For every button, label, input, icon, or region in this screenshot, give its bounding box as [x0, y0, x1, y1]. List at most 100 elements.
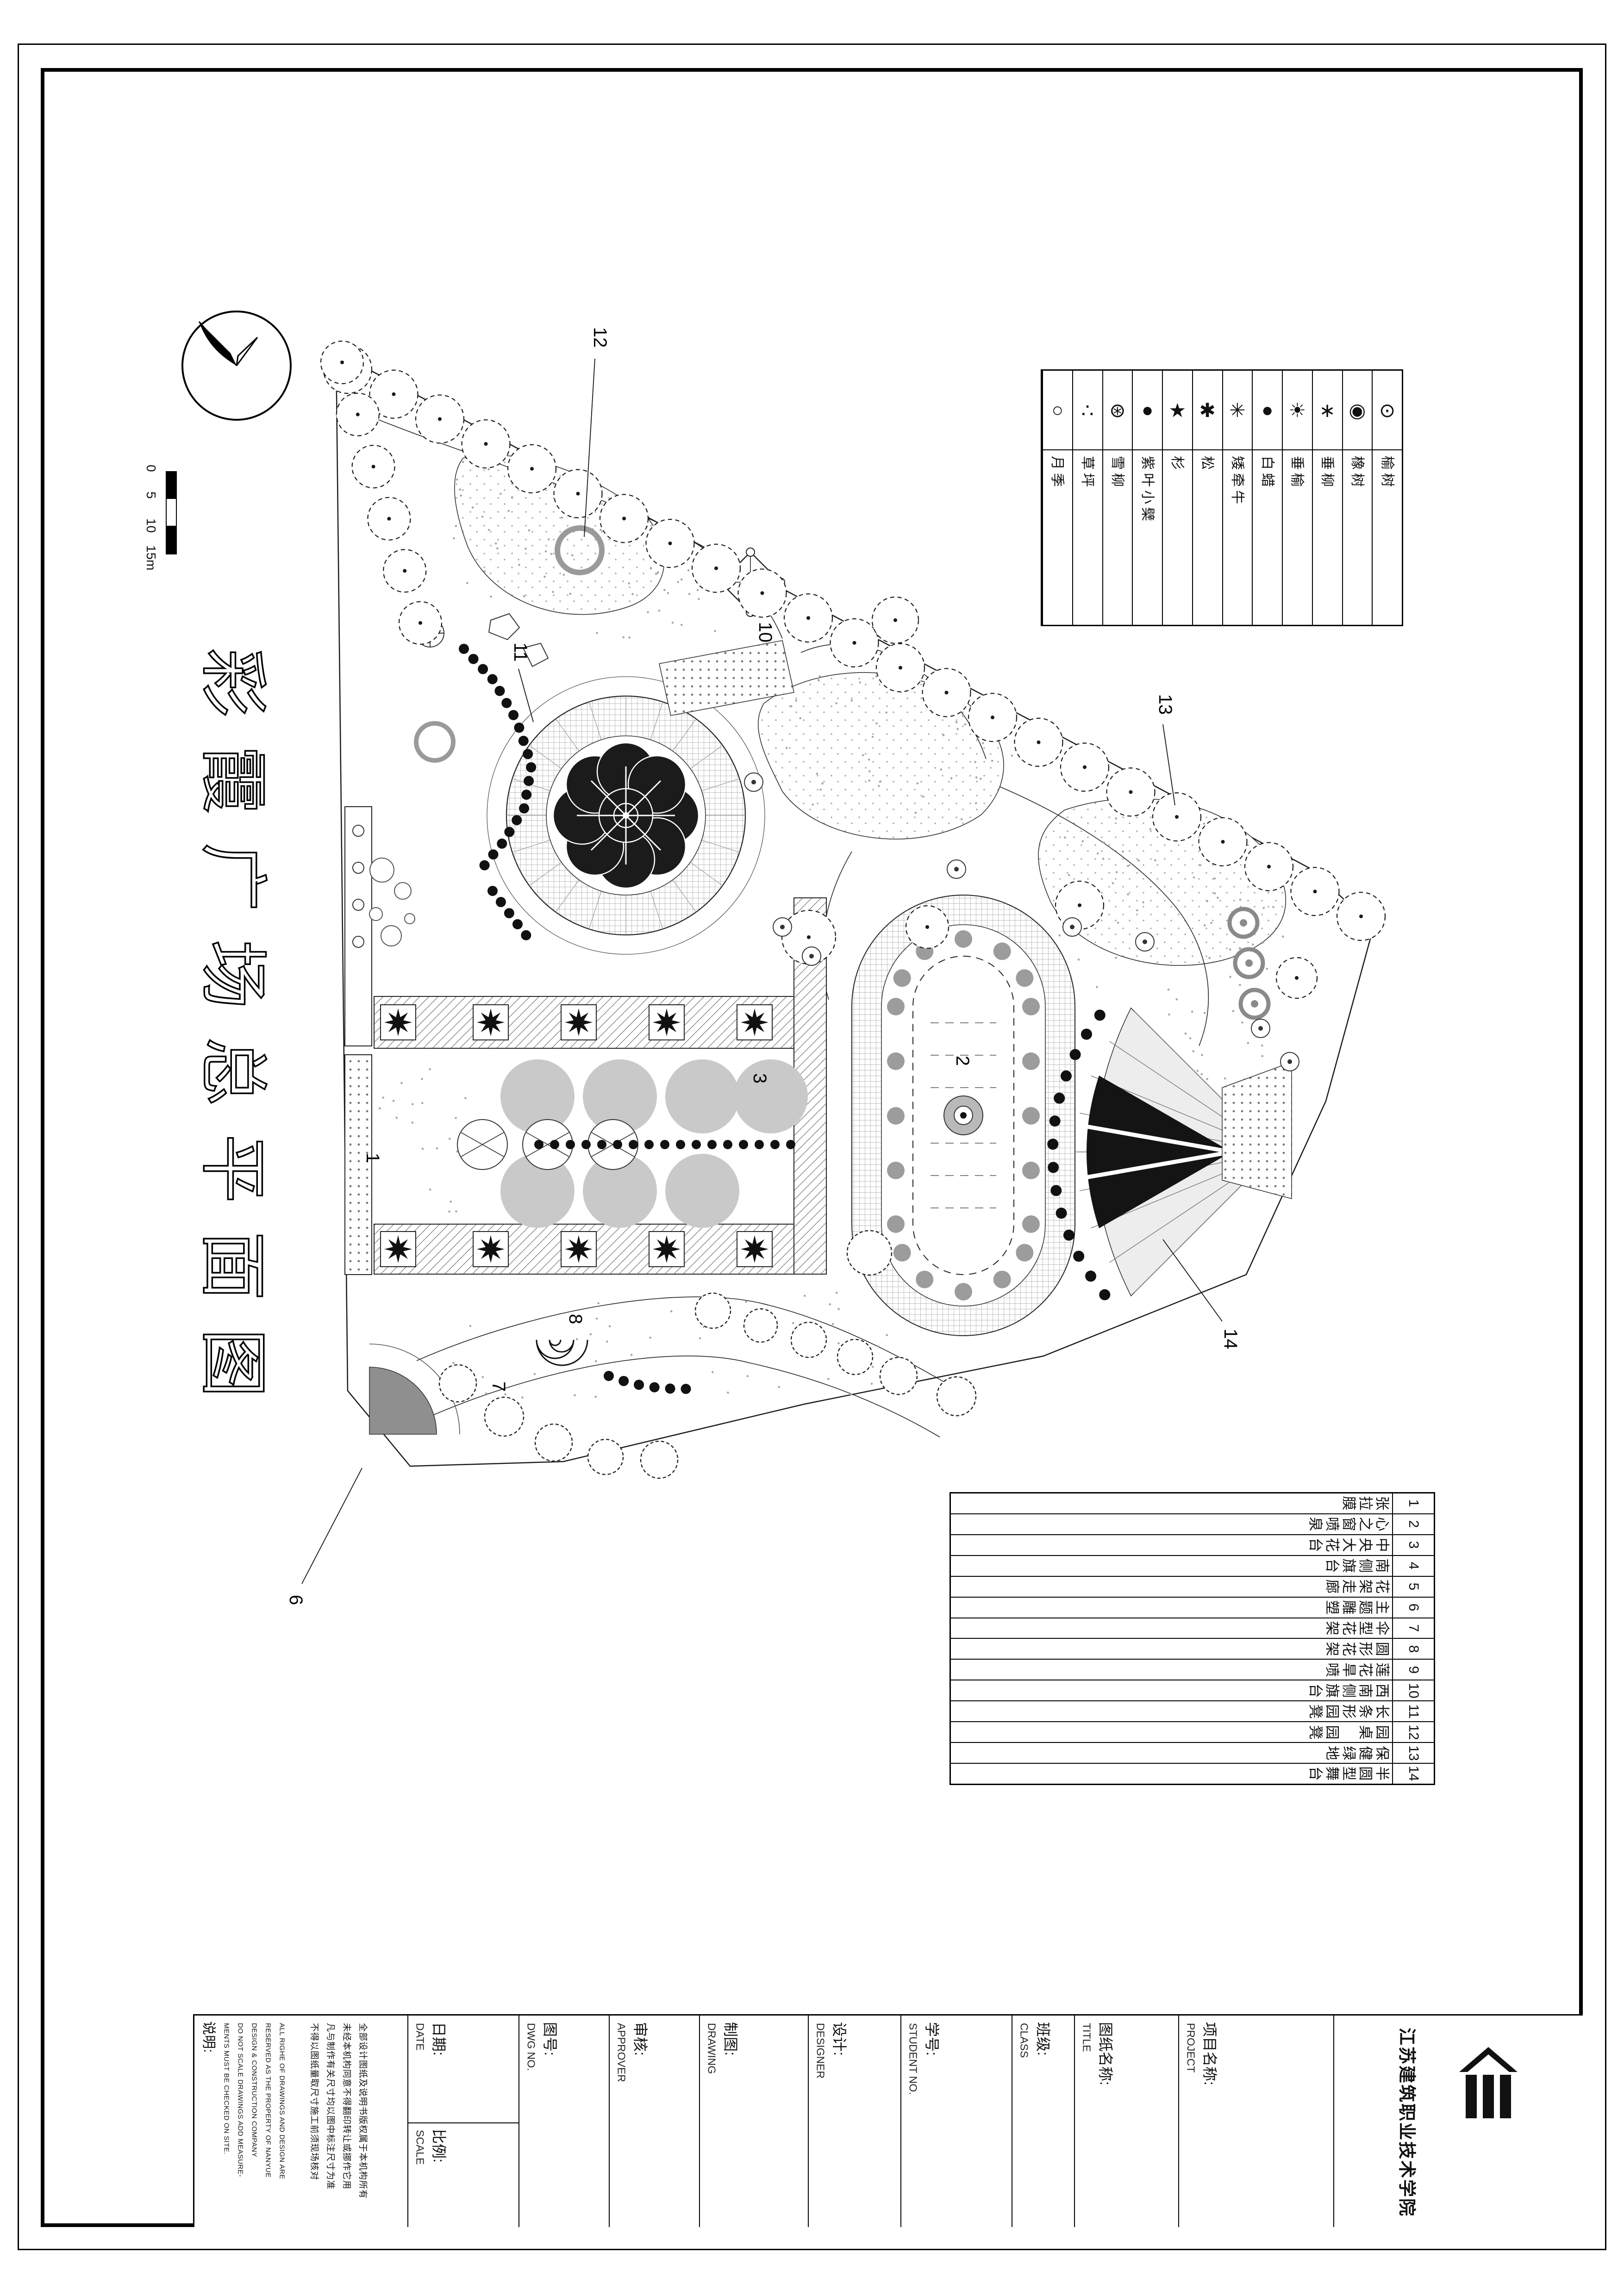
- school-name: 江苏建筑职业技术学院: [1396, 2028, 1416, 2218]
- scale-tick: 15m: [144, 545, 158, 571]
- legend-item-number: 5: [1392, 1576, 1434, 1597]
- legend-item-number: 14: [1392, 1763, 1434, 1784]
- plant-name: 紫叶小檗: [1139, 456, 1155, 524]
- legend-item-name: 泉喷窗之心: [1307, 1517, 1390, 1531]
- scale-tick: 0: [144, 465, 158, 472]
- callout-8: 8: [565, 1314, 586, 1324]
- legend-item-number: 13: [1392, 1743, 1434, 1763]
- plant-symbol: ⊙: [1373, 371, 1402, 450]
- callout-6: 6: [286, 1595, 306, 1605]
- field-label-project-en: PROJECT: [1185, 2023, 1197, 2073]
- note-line: DESIGN & CONSTRUCTION COMPANY: [250, 2023, 258, 2158]
- callout-1: 1: [362, 1153, 383, 1163]
- plant-column: ●白蜡: [1252, 371, 1282, 625]
- plant-name: 垂榆: [1289, 456, 1305, 490]
- field-label-approver: 审核:: [632, 2022, 649, 2056]
- scale-tick: 5: [144, 492, 158, 499]
- legend-item-number: 9: [1392, 1660, 1434, 1680]
- note-line: ALL RIGHE OF DRAWINGS AND DESIGN ARE: [278, 2023, 286, 2179]
- plant-symbol: ∴: [1073, 371, 1102, 450]
- plant-column: ◉橡树: [1342, 371, 1372, 625]
- central-paving: [457, 1059, 808, 1228]
- note-line: 未经本机构同意不得翻印转让或挪作它用: [341, 2023, 351, 2190]
- plant-name: 松: [1199, 456, 1215, 473]
- note-line: 全部设计图纸及说明书版权属于本机构所有: [357, 2023, 368, 2199]
- field-label-date: 日期:: [431, 2022, 448, 2056]
- plant-name: 橡树: [1349, 456, 1365, 490]
- legend-item-name: 塑雕题主: [1324, 1600, 1390, 1615]
- field-label-drawing: 制图:: [722, 2022, 739, 2056]
- plant-symbol: ∗: [1312, 371, 1342, 450]
- tensile-membrane: [1087, 1076, 1231, 1228]
- field-label-designer: 设计:: [831, 2022, 848, 2056]
- plant-symbol: ✳: [1223, 371, 1252, 450]
- field-label-title-en: TITLE: [1081, 2023, 1093, 2052]
- plant-legend-table: ⊙榆树 ◉橡树 ∗垂柳 ☀垂榆 ●白蜡 ✳矮牵牛 ✱松 ★杉 ●紫叶小檗 ⊛雪柳…: [1041, 369, 1403, 626]
- field-label-date-en: DATE: [414, 2023, 426, 2051]
- callout-leaders: [301, 358, 1223, 1584]
- side-benches: [344, 806, 372, 1275]
- legend-item-name: 台舞型圆半: [1307, 1766, 1390, 1781]
- legend-item-number: 8: [1392, 1639, 1434, 1659]
- legend-item-number: 7: [1392, 1618, 1434, 1638]
- plant-name: 月季: [1049, 456, 1065, 490]
- callout-12: 12: [590, 327, 610, 348]
- legend-item-number: 12: [1392, 1722, 1434, 1742]
- legend-item-name: 架花型伞: [1324, 1621, 1390, 1636]
- callout-14: 14: [1220, 1329, 1241, 1350]
- plant-symbol: ●: [1253, 371, 1282, 450]
- plant-name: 雪柳: [1109, 456, 1125, 490]
- field-label-designer-en: DESIGNER: [814, 2023, 827, 2079]
- plant-name: 草坪: [1080, 456, 1095, 490]
- main-title-text: 彩霞广场总平面图: [199, 648, 271, 1426]
- legend-item-number: 4: [1392, 1556, 1434, 1576]
- ornaments: [369, 525, 1271, 1020]
- plant-column: ○月季: [1042, 371, 1072, 625]
- callout-7: 7: [488, 1381, 509, 1392]
- north-arrow: [181, 311, 292, 421]
- hedges: [459, 644, 1111, 1394]
- plant-column: ✱松: [1192, 371, 1222, 625]
- site-plan: 12 10 11 13 2 3 1 8 7 6 14: [286, 327, 1386, 1605]
- central-flower-plaza: [487, 676, 765, 955]
- field-label-studentno-en: STUDENT NO.: [907, 2023, 919, 2095]
- legend-item-name: 地绿健保: [1324, 1746, 1390, 1761]
- note-line: RESERVED AS THE PROPERTY OF NANYUE: [264, 2023, 272, 2178]
- southwest-stage: [369, 1344, 460, 1435]
- callout-2: 2: [952, 1056, 973, 1066]
- legend-item-name: 台旗侧南西: [1307, 1683, 1390, 1698]
- spiral-pergola: [536, 1339, 588, 1366]
- legend-item-number: 6: [1392, 1597, 1434, 1618]
- north-arrow-blade-open: [236, 336, 258, 366]
- scale-bar-rule: [166, 471, 177, 554]
- plant-name: 杉: [1169, 456, 1185, 473]
- note-line: MENTS MUST BE CHECKED ON SITE.: [222, 2023, 231, 2154]
- plant-symbol: ★: [1163, 371, 1192, 450]
- callout-13: 13: [1155, 694, 1175, 715]
- legend-item-number: 3: [1392, 1535, 1434, 1555]
- callout-11: 11: [510, 642, 531, 662]
- field-label-dwgno-en: DWG NO.: [525, 2023, 537, 2071]
- callout-10: 10: [755, 622, 775, 643]
- school-logo: [1459, 2047, 1518, 2118]
- stage-platform: [1222, 1061, 1292, 1200]
- field-label-drawing-en: DRAWING: [706, 2023, 718, 2074]
- legend-item-name: 台花大央中: [1307, 1537, 1390, 1552]
- plant-column: ●紫叶小檗: [1132, 371, 1162, 625]
- title-block: 说明: 全部设计图纸及说明书版权属于本机构所有 未经本机构同意不得翻印转让或挪作…: [193, 2014, 1583, 2227]
- plant-column: ☀垂榆: [1282, 371, 1312, 625]
